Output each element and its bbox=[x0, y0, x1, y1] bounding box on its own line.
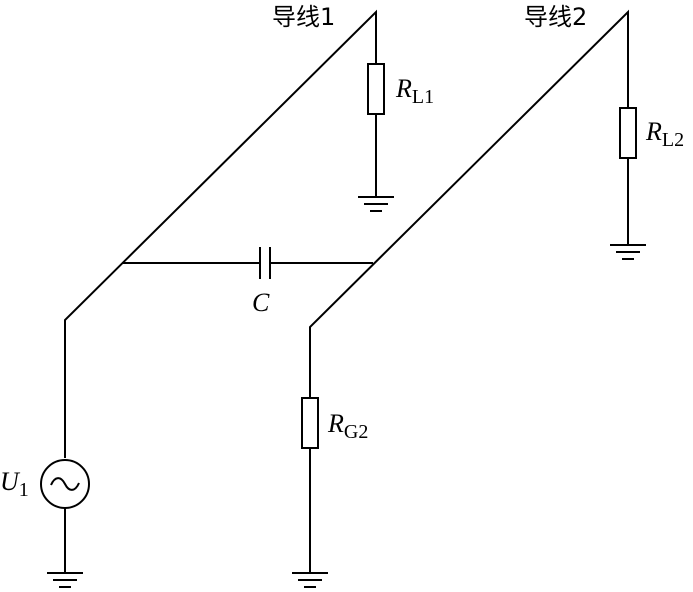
rl1-label: RL1 bbox=[395, 74, 434, 108]
resistor-rl2 bbox=[619, 107, 637, 159]
resistor-rg2 bbox=[301, 397, 319, 449]
ground-icon bbox=[610, 244, 646, 260]
ground-icon bbox=[292, 572, 328, 588]
rg2-label: RG2 bbox=[327, 409, 368, 443]
ground-icon bbox=[47, 572, 83, 588]
sine-wave-icon bbox=[50, 477, 80, 491]
rl2-label: RL2 bbox=[645, 117, 684, 151]
source-label: U1 bbox=[0, 467, 29, 501]
ac-source-u1 bbox=[40, 459, 90, 572]
conductor-2 bbox=[309, 9, 629, 398]
coupling-capacitor bbox=[122, 247, 373, 279]
conductor-1-label: 导线1 bbox=[272, 3, 335, 31]
conductor-2-label: 导线2 bbox=[524, 3, 587, 31]
conductor-1 bbox=[64, 9, 377, 458]
ground-icon bbox=[358, 196, 394, 212]
capacitor-label: C bbox=[252, 288, 270, 317]
resistor-rl1 bbox=[367, 63, 385, 115]
